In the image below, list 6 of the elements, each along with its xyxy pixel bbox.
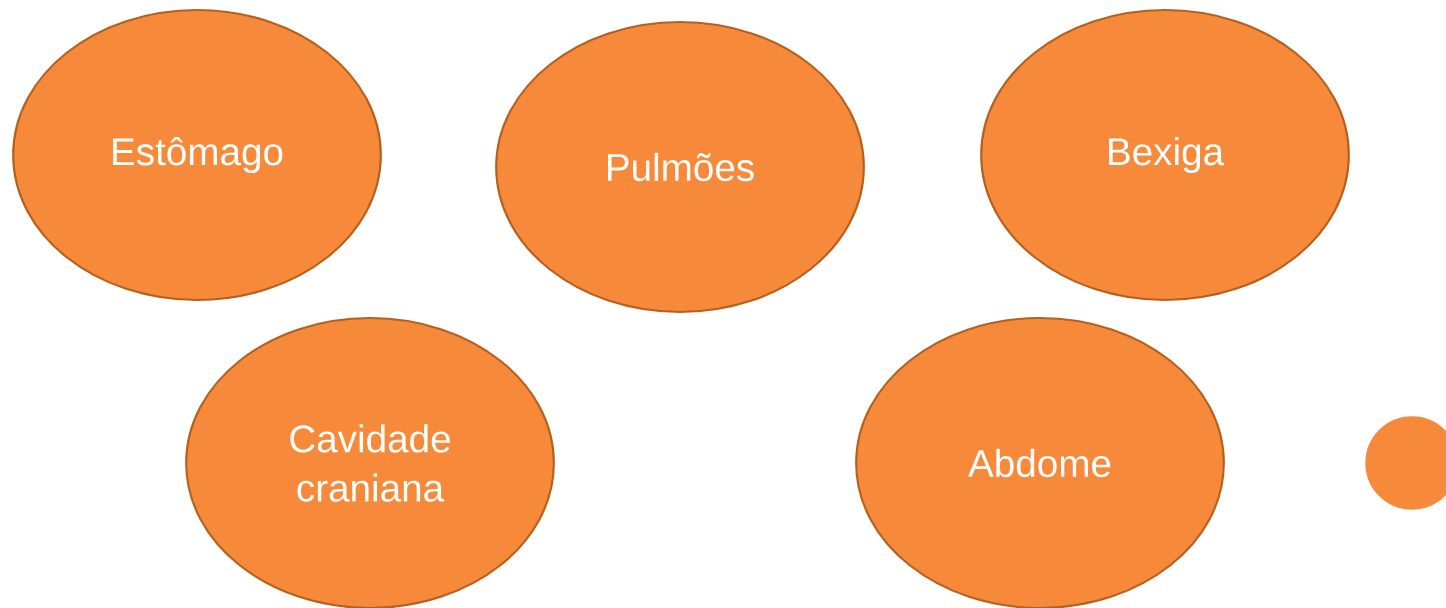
ellipse-node: Abdome <box>855 316 1225 608</box>
ellipse-node: Bexiga <box>980 8 1350 302</box>
circle-shape <box>1365 416 1446 510</box>
ellipse-node: Pulmões <box>495 20 865 314</box>
ellipse-node: Cavidade craniana <box>185 316 555 608</box>
ellipse-node: Estômago <box>12 8 382 302</box>
